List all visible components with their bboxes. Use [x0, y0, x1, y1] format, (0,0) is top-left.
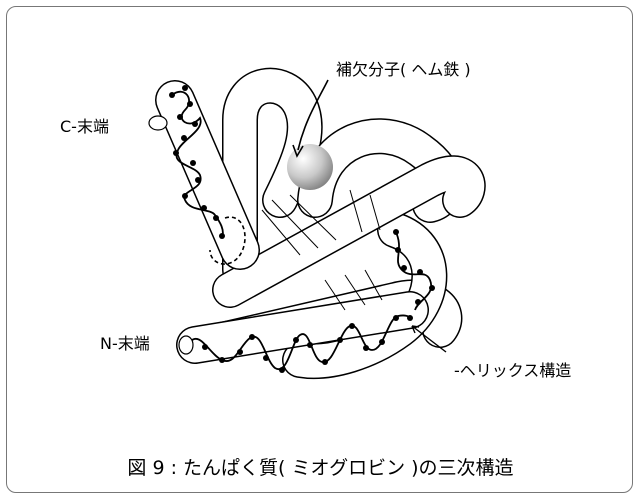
c-terminal-cap — [149, 116, 167, 130]
n-terminal-cap — [179, 336, 193, 354]
heme-sphere — [287, 144, 333, 190]
figure-caption: 図 9 : たんぱく質( ミオグロビン )の三次構造 — [0, 453, 641, 480]
c-terminus-label: C-末端 — [60, 113, 109, 137]
cofactor-label: 補欠分子( ヘム鉄 ) — [336, 56, 471, 80]
n-terminus-label: N-末端 — [100, 330, 150, 354]
helix-label: -ヘリックス構造 — [454, 357, 571, 381]
